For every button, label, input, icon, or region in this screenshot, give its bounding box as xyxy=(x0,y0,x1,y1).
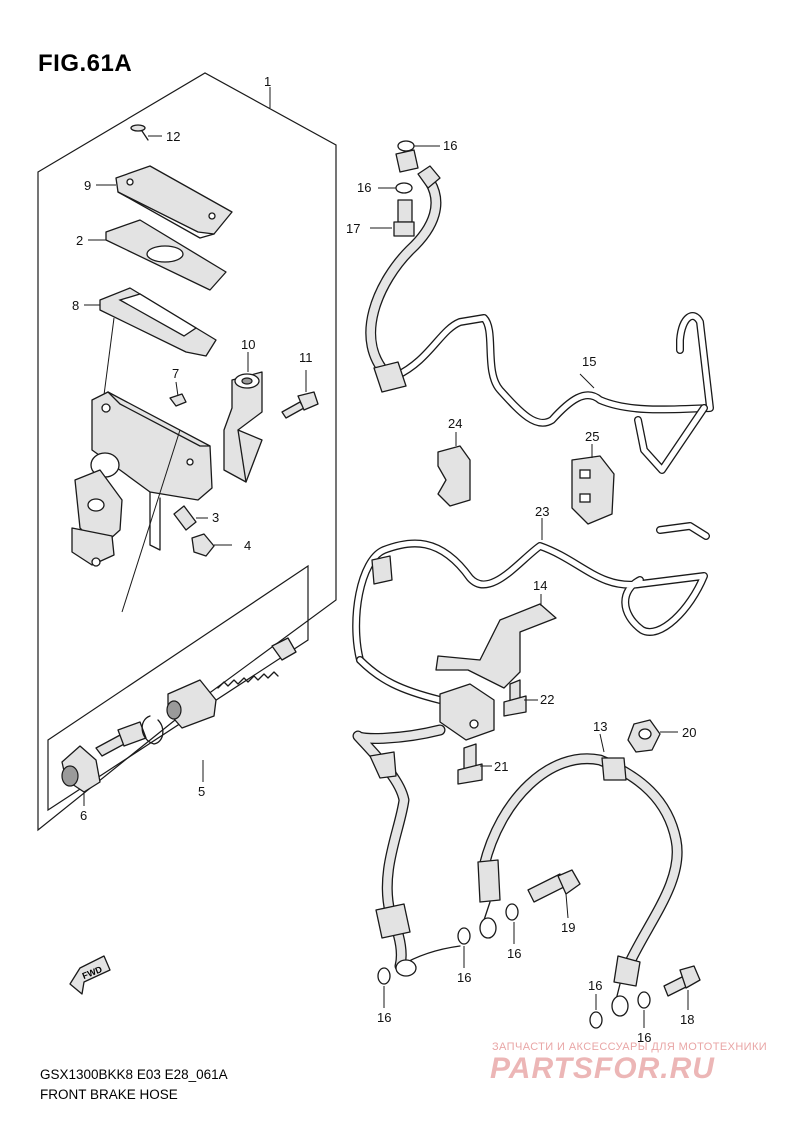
callout-16-right-b: 16 xyxy=(637,1030,651,1045)
part-hose-lower-left xyxy=(352,724,461,977)
figure-caption: FRONT BRAKE HOSE xyxy=(40,1087,178,1102)
part-16-washer-upper-b xyxy=(378,182,413,194)
callout-9: 9 xyxy=(84,178,91,193)
part-17-union-bolt xyxy=(370,199,415,237)
part-22-bolt xyxy=(503,679,538,717)
callout-3: 3 xyxy=(212,510,219,525)
part-3-bleeder-screw xyxy=(173,505,208,531)
part-spring xyxy=(217,671,279,689)
part-14-bracket xyxy=(435,594,557,689)
part-24-clamp xyxy=(437,432,471,507)
callout-12: 12 xyxy=(166,129,180,144)
callout-2: 2 xyxy=(76,233,83,248)
part-master-cylinder-body xyxy=(71,391,213,613)
watermark-logo: PARTSFOR.RU xyxy=(490,1052,715,1085)
part-piston xyxy=(166,679,217,729)
callout-11: 11 xyxy=(299,350,313,365)
callout-18: 18 xyxy=(680,1012,694,1027)
part-8-diaphragm xyxy=(99,287,217,396)
part-16-washer-right-b xyxy=(637,991,651,1028)
part-12-screw xyxy=(130,124,149,141)
master-cylinder-assembly-frame xyxy=(37,72,337,832)
part-16-washer-right-a xyxy=(589,994,603,1029)
callout-16-upper-b: 16 xyxy=(357,180,371,195)
callout-23: 23 xyxy=(535,504,549,519)
callout-14: 14 xyxy=(533,578,547,593)
part-4-bleeder-cap xyxy=(191,533,232,557)
part-16-washer-mid xyxy=(505,903,519,944)
callout-16-right-a: 16 xyxy=(588,978,602,993)
figure-title: FIG.61A xyxy=(38,50,133,77)
part-19-union-bolt xyxy=(527,869,581,919)
callout-21: 21 xyxy=(494,759,508,774)
part-25-clamp xyxy=(571,444,615,525)
part-13-brake-hose-right xyxy=(477,733,683,1017)
part-11-bolt xyxy=(281,370,319,419)
callout-10: 10 xyxy=(241,337,255,352)
part-6-boot xyxy=(61,745,101,806)
part-hose-banjo-upper xyxy=(395,149,419,173)
callout-16-lower-b: 16 xyxy=(457,970,471,985)
part-16-washer-lower-a xyxy=(377,967,391,1008)
callout-25: 25 xyxy=(585,429,599,444)
callout-13: 13 xyxy=(593,719,607,734)
callout-6: 6 xyxy=(80,808,87,823)
part-15-hose-upper xyxy=(365,165,714,474)
callout-16-lower-a: 16 xyxy=(377,1010,391,1025)
fwd-arrow-icon: FWD xyxy=(69,955,111,995)
part-piston-pushrod xyxy=(95,721,147,757)
callout-24: 24 xyxy=(448,416,462,431)
part-3-way-joint xyxy=(439,683,495,741)
callout-16-mid: 16 xyxy=(507,946,521,961)
callout-19: 19 xyxy=(561,920,575,935)
part-21-bolt xyxy=(457,743,492,785)
part-18-union-bolt xyxy=(663,965,701,1010)
callout-8: 8 xyxy=(72,298,79,313)
part-10-hose-union xyxy=(223,352,263,483)
part-16-washer-upper-a xyxy=(397,140,440,152)
part-2-cap-plate xyxy=(105,219,227,291)
callout-22: 22 xyxy=(540,692,554,707)
callout-17: 17 xyxy=(346,221,360,236)
callout-4: 4 xyxy=(244,538,251,553)
part-20-clamp xyxy=(627,719,678,753)
callout-15: 15 xyxy=(582,354,596,369)
callout-7: 7 xyxy=(172,366,179,381)
callout-1: 1 xyxy=(264,74,271,89)
callout-16-upper-a: 16 xyxy=(443,138,457,153)
callout-5: 5 xyxy=(198,784,205,799)
part-9-reservoir-cap xyxy=(115,165,233,239)
watermark-tagline: ЗАПЧАСТИ И АКСЕССУАРЫ ДЛЯ МОТОТЕХНИКИ xyxy=(492,1041,768,1053)
model-code: GSX1300BKK8 E03 E28_061A xyxy=(40,1067,228,1082)
part-7-clip xyxy=(169,381,187,407)
piston-set-frame xyxy=(47,564,309,812)
part-spring-seat xyxy=(271,637,297,661)
callout-20: 20 xyxy=(682,725,696,740)
part-16-washer-lower-b xyxy=(457,927,471,968)
part-circlip xyxy=(141,715,164,745)
part-23-hose-middle xyxy=(352,518,710,704)
